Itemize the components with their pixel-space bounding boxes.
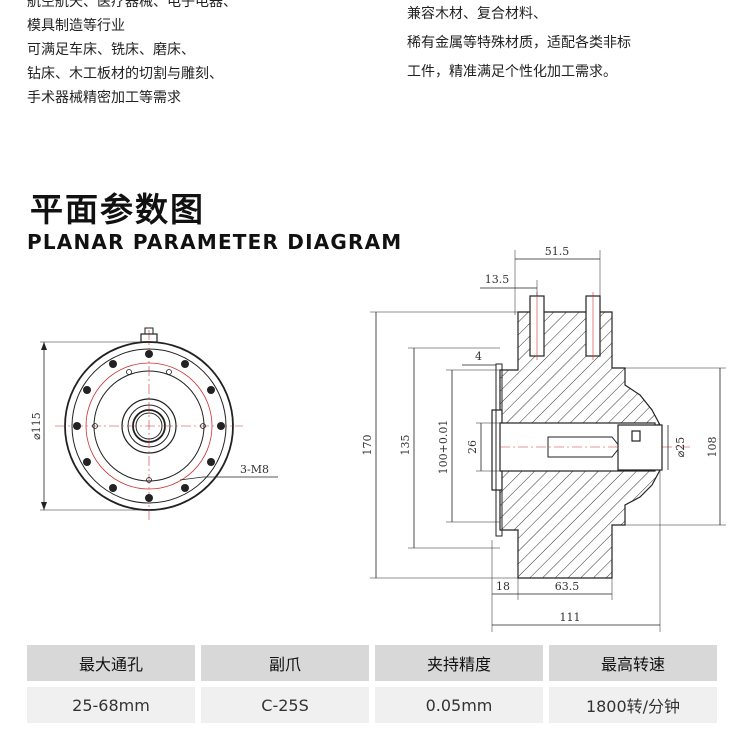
intro-left-line: 可满足车床、铣床、磨床、 <box>27 42 195 58</box>
bolt-holes <box>73 350 225 502</box>
spec-header-cell: 夹持精度 <box>375 645 543 681</box>
spec-header-cell: 最大通孔 <box>27 645 195 681</box>
dim-18: 18 <box>496 580 510 593</box>
spec-table: 最大通孔 副爪 夹持精度 最高转速 25-68mm C-25S 0.05mm 1… <box>27 645 720 723</box>
dim-26: 26 <box>466 440 479 454</box>
dim-135: 135 <box>399 435 412 456</box>
intro-right-line: 稀有金属等特殊材质，适配各类非标 <box>407 35 631 51</box>
dim-111: 111 <box>560 611 581 624</box>
spec-header-cell: 副爪 <box>201 645 369 681</box>
intro-left-line: 航空航天、医疗器械、电子电器、 <box>27 0 237 10</box>
section-title-cn: 平面参数图 <box>30 190 205 229</box>
intro-right: 兼容木材、复合材料、 稀有金属等特殊材质，适配各类非标 工件，精准满足个性化加工… <box>407 0 737 87</box>
dim-170: 170 <box>361 435 374 456</box>
spec-header-row: 最大通孔 副爪 夹持精度 最高转速 <box>27 645 720 681</box>
dim-4: 4 <box>475 350 482 363</box>
dim-108: 108 <box>706 437 719 458</box>
spec-header-cell: 最高转速 <box>549 645 717 681</box>
section-title-en: PLANAR PARAMETER DIAGRAM <box>27 230 403 254</box>
intro-left-line: 钻床、木工板材的切割与雕刻、 <box>27 66 223 82</box>
thread-label: 3-M8 <box>240 463 269 476</box>
spec-value-cell: 25-68mm <box>27 687 195 723</box>
intro-right-line: 兼容木材、复合材料、 <box>407 6 547 22</box>
spec-value-cell: 0.05mm <box>375 687 543 723</box>
intro-left-line: 手术器械精密加工等需求 <box>27 90 181 106</box>
front-diameter-label: ⌀115 <box>30 412 43 440</box>
dim-51-5: 51.5 <box>545 245 570 258</box>
spec-value-row: 25-68mm C-25S 0.05mm 1800转/分钟 <box>27 681 720 723</box>
side-view <box>370 250 726 632</box>
spec-value-cell: C-25S <box>201 687 369 723</box>
intro-right-line: 工件，精准满足个性化加工需求。 <box>407 64 617 80</box>
dim-100: 100+0.01 <box>437 420 450 475</box>
dim-13-5: 13.5 <box>485 273 510 286</box>
intro-left: 航空航天、医疗器械、电子电器、 模具制造等行业 可满足车床、铣床、磨床、 钻床、… <box>27 0 327 110</box>
intro-left-line: 模具制造等行业 <box>27 18 125 34</box>
front-view <box>40 327 278 522</box>
spec-value-cell: 1800转/分钟 <box>549 687 717 723</box>
dim-25: ⌀25 <box>674 437 687 458</box>
dim-63-5: 63.5 <box>555 580 580 593</box>
